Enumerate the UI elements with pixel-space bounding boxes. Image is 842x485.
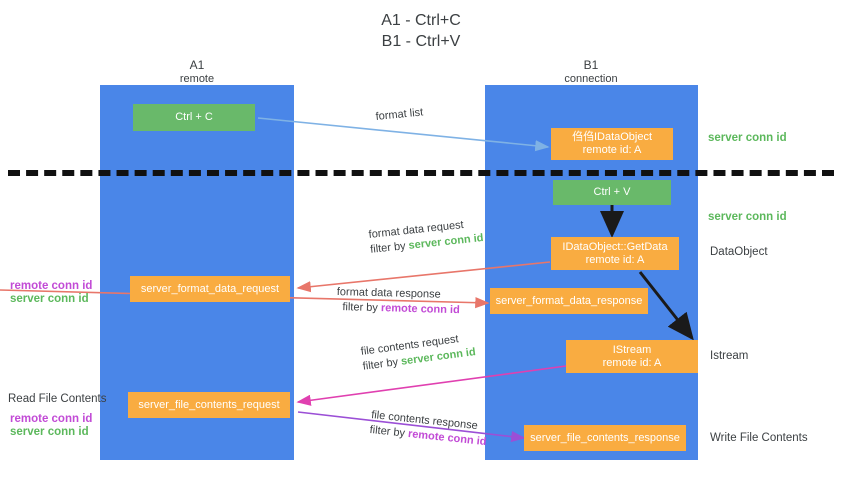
box-ctrl-v[interactable]: Ctrl + V: [553, 180, 671, 205]
filter-prefix: filter by: [369, 423, 409, 440]
box-idataobject-line2: remote id: A: [582, 144, 642, 156]
box-idataobject-getdata[interactable]: IDataObject::GetData remote id: A: [551, 237, 679, 270]
title-line-2: B1 - Ctrl+V: [381, 33, 461, 50]
edge-label-format-data-response: format data response filter by remote co…: [336, 285, 460, 318]
filter-prefix: filter by: [362, 355, 402, 373]
column-b1-sub: connection: [564, 73, 618, 85]
filter-prefix: filter by: [369, 239, 410, 256]
annotation-server-conn-id-1: server conn id: [10, 293, 89, 305]
column-header-a1: A1 remote: [102, 58, 292, 86]
annotation-read-file-contents: Read File Contents: [8, 393, 107, 405]
column-a1-sub: remote: [179, 73, 215, 85]
edge-label-format-data-request: format data request filter by server con…: [368, 216, 484, 258]
annotation-server-conn-id-2: server conn id: [10, 426, 89, 438]
annotation-server-conn-id-mid: server conn id: [708, 211, 787, 223]
annotation-istream: Istream: [710, 350, 749, 362]
column-b1-name: B1: [583, 58, 599, 72]
filter-value-remote-conn-id: remote conn id: [380, 302, 460, 317]
box-istream[interactable]: IStream remote id: A: [566, 340, 698, 373]
edge-format-list-text: format list: [375, 106, 424, 123]
box-format-data-request-label: server_format_data_request: [140, 282, 280, 295]
box-server-file-contents-response[interactable]: server_file_contents_response: [524, 425, 686, 451]
box-server-format-data-request[interactable]: server_format_data_request: [130, 276, 290, 302]
annotation-dataobject: DataObject: [710, 246, 768, 258]
column-header-b1: B1 connection: [496, 58, 686, 86]
box-istream-line2: remote id: A: [602, 356, 662, 369]
box-idataobject[interactable]: 㑇㑇IDataObject remote id: A: [551, 128, 673, 160]
annotation-remote-conn-id-2: remote conn id: [10, 413, 93, 425]
annotation-server-conn-id-top: server conn id: [708, 132, 787, 144]
box-getdata-line1: IDataObject::GetData: [562, 240, 668, 253]
box-getdata-line2: remote id: A: [585, 253, 645, 266]
edge-format-data-response-filter: filter by remote conn id: [336, 300, 460, 318]
box-server-file-contents-request[interactable]: server_file_contents_request: [128, 392, 290, 418]
box-idataobject-line1: 㑇㑇IDataObject: [571, 131, 653, 143]
box-ctrl-c-label: Ctrl + C: [175, 111, 213, 123]
column-a1-name: A1: [189, 58, 205, 72]
box-file-contents-response-label: server_file_contents_response: [530, 431, 680, 444]
page-title: A1 - Ctrl+C B1 - Ctrl+V: [0, 10, 842, 52]
box-file-contents-request-label: server_file_contents_request: [138, 398, 280, 411]
box-format-data-response-label: server_format_data_response: [495, 294, 643, 307]
phase-divider: [8, 170, 834, 176]
box-server-format-data-response[interactable]: server_format_data_response: [490, 288, 648, 314]
edge-label-format-list: format list: [375, 105, 424, 125]
edge-label-file-contents-request: file contents request filter by server c…: [360, 330, 477, 375]
box-istream-line1: IStream: [612, 343, 652, 356]
edge-label-file-contents-response: file contents response filter by remote …: [369, 408, 489, 450]
box-ctrl-v-label: Ctrl + V: [593, 186, 631, 198]
annotation-write-file-contents: Write File Contents: [710, 432, 808, 444]
title-line-1: A1 - Ctrl+C: [381, 12, 461, 29]
annotation-remote-conn-id-1: remote conn id: [10, 280, 93, 292]
box-ctrl-c[interactable]: Ctrl + C: [133, 104, 255, 131]
filter-prefix: filter by: [342, 301, 382, 315]
